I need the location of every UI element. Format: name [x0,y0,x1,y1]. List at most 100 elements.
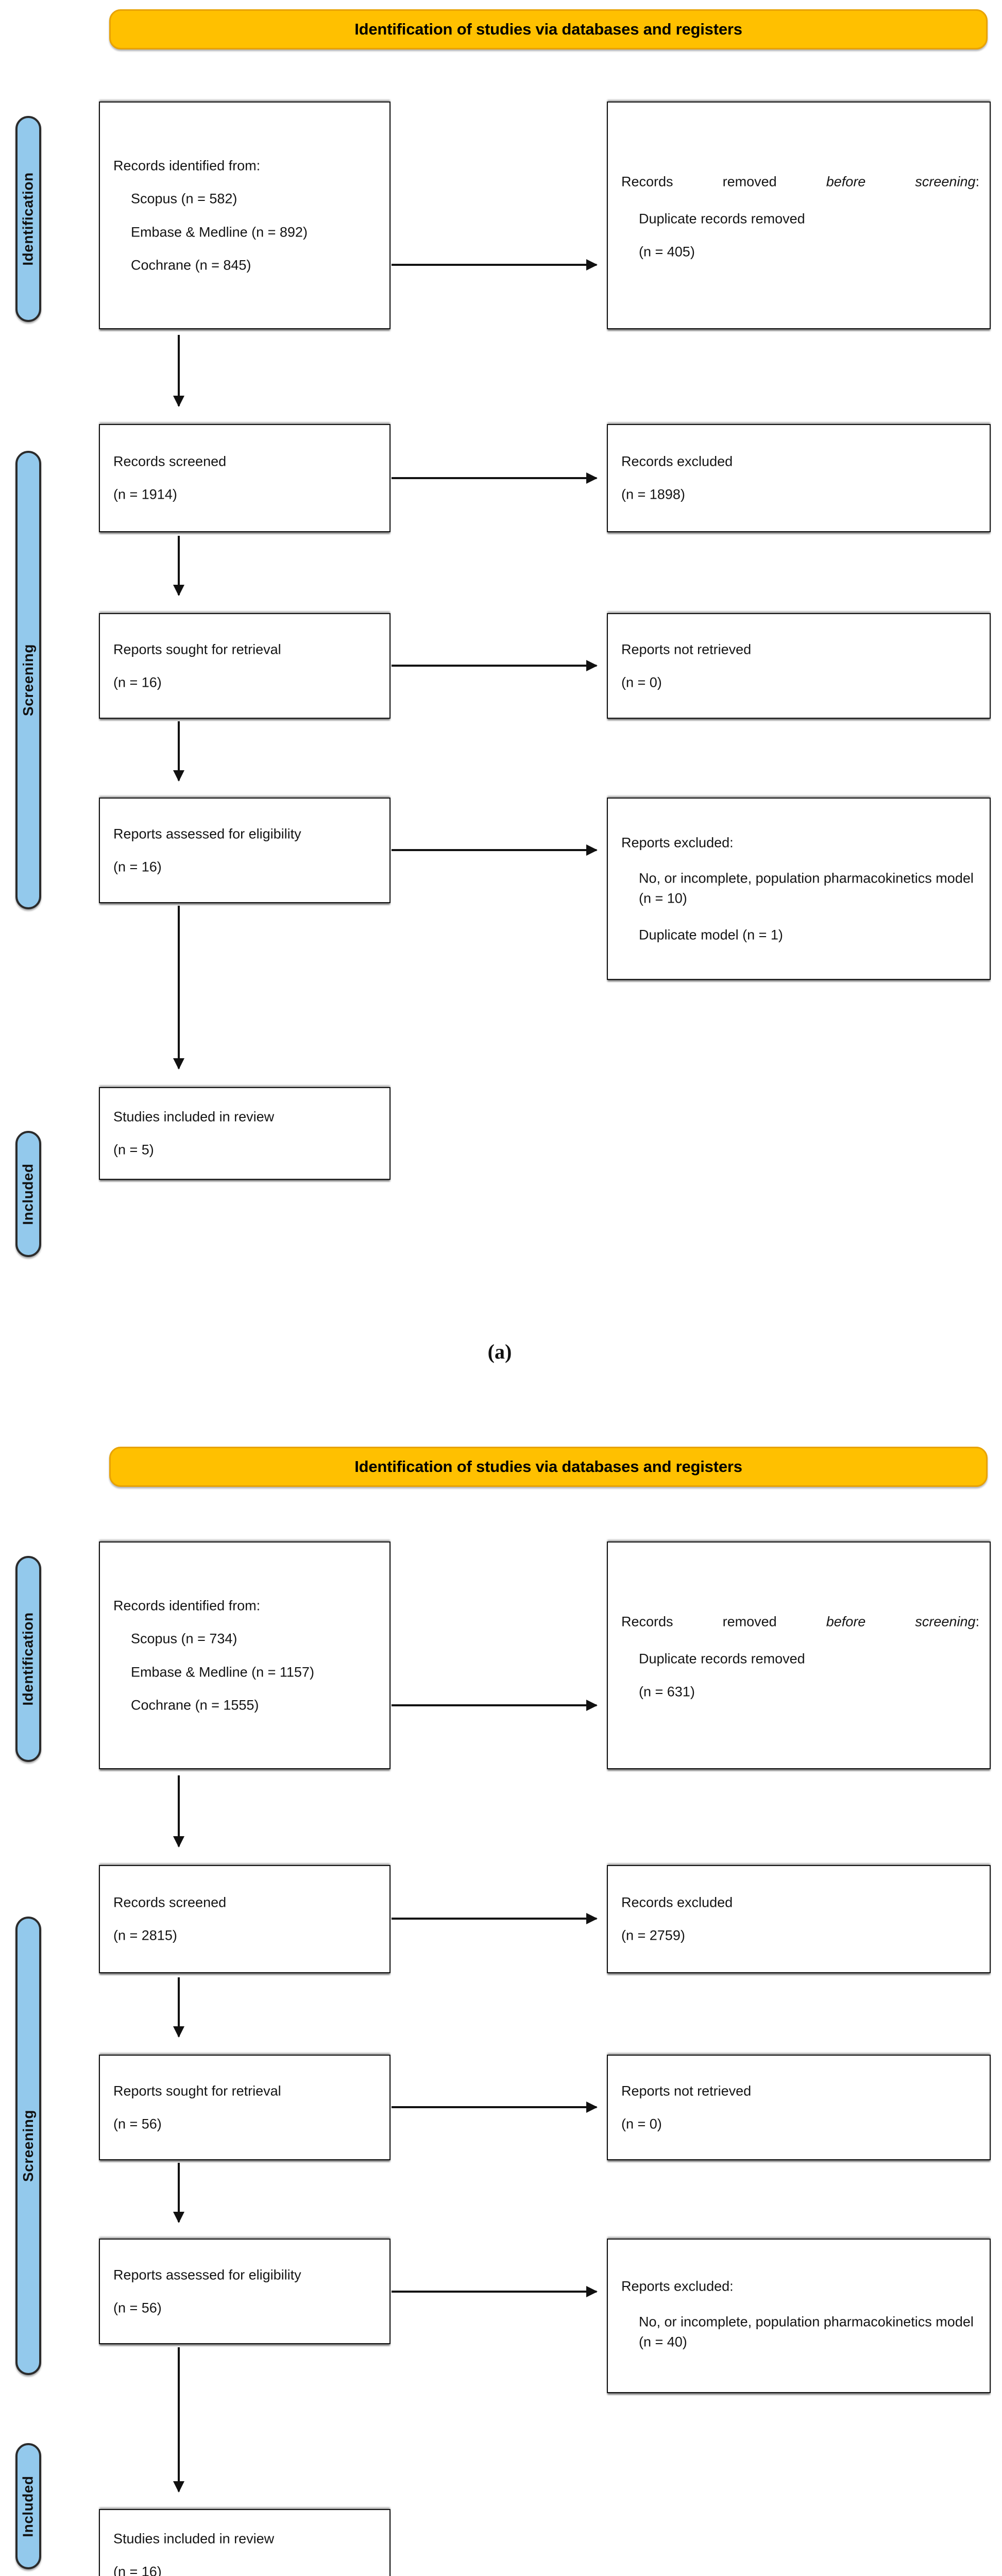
source-item: Embase & Medline (n = 892) [131,224,308,240]
box-title: Studies included in review [113,1109,275,1125]
box-reports-excluded-a: Reports excluded: No, or incomplete, pop… [607,798,991,980]
prisma-diagram-a: Identification of studies via databases … [0,0,1002,1401]
box-reports-excluded-b: Reports excluded: No, or incomplete, pop… [607,2239,991,2393]
arrow-screened-to-sought-a [178,536,180,595]
banner-label: Identification of studies via databases … [354,1458,742,1476]
box-title: Studies included in review [113,2531,275,2547]
box-title-plain: Records removed [621,174,826,190]
banner-identification-b: Identification of studies via databases … [109,1447,988,1487]
arrow-screened-to-excluded-a [392,477,597,479]
arrow-identified-to-removed-a [392,264,597,266]
box-reports-assessed-a: Reports assessed for eligibility (n = 16… [99,798,390,903]
arrow-screened-to-sought-b [178,1977,180,2037]
excluded-reason: No, or incomplete, population pharmacoki… [639,870,974,906]
box-count: (n = 16) [113,859,162,875]
stage-tab-label: Screening [20,644,37,716]
box-title: Records excluded [621,453,733,469]
arrow-identified-to-screened-a [178,335,180,406]
box-count: (n = 1914) [113,487,177,502]
box-title: Records excluded [621,1894,733,1910]
excluded-reason: No, or incomplete, population pharmacoki… [639,2314,974,2350]
box-records-excluded-b: Records excluded (n = 2759) [607,1865,991,1973]
box-reports-sought-a: Reports sought for retrieval (n = 16) [99,613,390,719]
arrow-sought-to-not-retrieved-b [392,2106,597,2108]
box-reports-not-retrieved-b: Reports not retrieved (n = 0) [607,2055,991,2160]
box-count: (n = 0) [621,2116,662,2132]
box-count: (n = 56) [113,2116,162,2132]
source-item: Cochrane (n = 845) [131,257,251,273]
box-records-screened-a: Records screened (n = 1914) [99,424,390,532]
box-count: (n = 16) [113,2564,162,2576]
box-count: (n = 5) [113,1142,154,1158]
box-title: Reports assessed for eligibility [113,2267,301,2283]
removed-item: (n = 631) [639,1684,695,1700]
stage-tab-screening-a: Screening [15,451,41,909]
stage-tab-label: Screening [20,2110,37,2182]
banner-identification-a: Identification of studies via databases … [109,9,988,49]
box-title: Reports not retrieved [621,2083,752,2099]
stage-tab-identification-b: Identification [15,1556,41,1762]
box-title: Records screened [113,1894,227,1910]
stage-tab-identification-a: Identification [15,116,41,322]
box-records-removed-b: Records removed before screening: Duplic… [607,1541,991,1769]
removed-item: Duplicate records removed [639,1651,805,1667]
box-title: Records identified from: [113,158,261,174]
box-reports-not-retrieved-a: Reports not retrieved (n = 0) [607,613,991,719]
arrow-assessed-to-reports-excluded-a [392,849,597,851]
box-count: (n = 16) [113,674,162,690]
arrow-identified-to-removed-b [392,1704,597,1706]
box-title-italic: before screening [826,174,976,190]
box-title: Records identified from: [113,1598,261,1614]
box-title-plain: Records removed [621,1614,826,1630]
arrow-sought-to-assessed-a [178,721,180,781]
box-title-italic: before screening [826,1614,976,1630]
box-title-tail: : [975,1614,979,1630]
stage-tab-label: Included [20,1163,36,1225]
box-records-removed-a: Records removed before screening: Duplic… [607,101,991,329]
box-count: (n = 2759) [621,1928,685,1943]
box-count: (n = 0) [621,674,662,690]
box-title: Reports assessed for eligibility [113,826,301,842]
arrow-assessed-to-reports-excluded-b [392,2291,597,2293]
arrow-identified-to-screened-b [178,1775,180,1846]
source-item: Scopus (n = 734) [131,1631,237,1647]
stage-tab-included-a: Included [15,1131,41,1257]
source-item: Embase & Medline (n = 1157) [131,1664,314,1680]
stage-tab-included-b: Included [15,2443,41,2569]
box-records-excluded-a: Records excluded (n = 1898) [607,424,991,532]
arrow-sought-to-assessed-b [178,2163,180,2222]
removed-item: Duplicate records removed [639,211,805,227]
box-title: Reports sought for retrieval [113,2083,281,2099]
removed-item: (n = 405) [639,244,695,260]
box-count: (n = 1898) [621,487,685,502]
arrow-assessed-to-included-b [178,2347,180,2492]
excluded-reason: Duplicate model (n = 1) [639,927,783,943]
arrow-assessed-to-included-a [178,906,180,1069]
stage-tab-label: Identification [20,172,37,266]
box-title-tail: : [975,174,979,190]
box-title: Reports excluded: [621,835,734,851]
source-item: Scopus (n = 582) [131,191,237,207]
box-count: (n = 56) [113,2300,162,2316]
box-title: Reports sought for retrieval [113,641,281,657]
box-studies-included-a: Studies included in review (n = 5) [99,1087,390,1180]
source-item: Cochrane (n = 1555) [131,1697,259,1713]
box-reports-sought-b: Reports sought for retrieval (n = 56) [99,2055,390,2160]
box-count: (n = 2815) [113,1928,177,1943]
box-records-screened-b: Records screened (n = 2815) [99,1865,390,1973]
box-title: Reports excluded: [621,2278,734,2294]
box-studies-included-b: Studies included in review (n = 16) [99,2509,390,2576]
stage-tab-label: Identification [20,1612,37,1706]
box-records-identified-b: Records identified from: Scopus (n = 734… [99,1541,390,1769]
box-records-identified-a: Records identified from: Scopus (n = 582… [99,101,390,329]
box-title: Records screened [113,453,227,469]
box-reports-assessed-b: Reports assessed for eligibility (n = 56… [99,2239,390,2344]
prisma-diagram-b: Identification of studies via databases … [0,1401,1002,2576]
box-title: Records removed before screening: [621,1612,979,1633]
arrow-screened-to-excluded-b [392,1918,597,1920]
stage-tab-label: Included [20,2475,36,2537]
arrow-sought-to-not-retrieved-a [392,665,597,667]
stage-tab-screening-b: Screening [15,1917,41,2375]
box-title: Records removed before screening: [621,172,979,193]
figure-caption-a: (a) [487,1340,512,1363]
